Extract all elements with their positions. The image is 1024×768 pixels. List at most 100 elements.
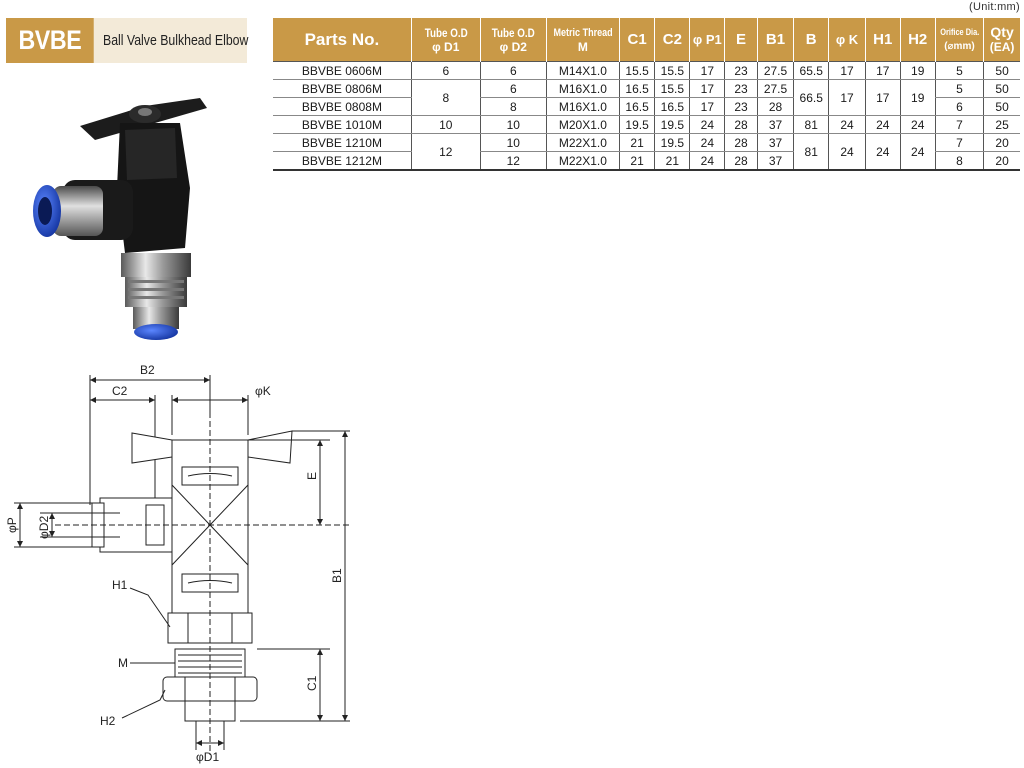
label-m: M xyxy=(118,656,128,670)
cell-part: BBVBE 1210M xyxy=(273,133,412,152)
cell-b1: 27.5 xyxy=(756,61,794,80)
cell-e: 23 xyxy=(724,79,758,98)
cell-qty: 50 xyxy=(983,79,1020,98)
header-orifice-dia: Orifice Dia.(⌀mm) xyxy=(934,18,984,62)
cell-m: M16X1.0 xyxy=(545,97,620,116)
cell-c2: 19.5 xyxy=(654,115,690,134)
cell-qty: 25 xyxy=(983,115,1020,134)
cell-b1: 37 xyxy=(756,115,794,134)
cell-e: 28 xyxy=(724,151,758,171)
cell-c1: 19.5 xyxy=(618,115,655,134)
label-k: φK xyxy=(255,384,271,398)
label-h1: H1 xyxy=(112,578,128,592)
header-c1: C1 xyxy=(618,18,655,62)
table-row: BBVBE 1010M 10 10 M20X1.0 19.5 19.5 24 2… xyxy=(273,115,1020,134)
cell-m: M22X1.0 xyxy=(545,133,620,152)
table-row: BBVBE 1212M 12 M22X1.0 21 21 24 28 37 8 … xyxy=(273,151,1020,171)
header-h2: H2 xyxy=(899,18,936,62)
cell-orifice: 7 xyxy=(934,133,984,152)
cell-e: 23 xyxy=(724,61,758,80)
header-e: E xyxy=(724,18,758,62)
cell-d1: 10 xyxy=(410,115,481,134)
product-photo xyxy=(33,98,207,340)
cell-d1: 8 xyxy=(410,79,481,116)
cell-orifice: 7 xyxy=(934,115,984,134)
cell-m: M14X1.0 xyxy=(545,61,620,80)
cell-p1: 17 xyxy=(689,79,725,98)
header-p1: φ P1 xyxy=(689,18,725,62)
cell-c1: 21 xyxy=(618,151,655,171)
header-b1: B1 xyxy=(756,18,794,62)
cell-h2: 19 xyxy=(899,79,936,116)
cell-qty: 20 xyxy=(983,133,1020,152)
cell-part: BBVBE 0808M xyxy=(273,97,412,116)
cell-d1: 12 xyxy=(410,133,481,171)
table-row: BBVBE 0808M 8 M16X1.0 16.5 16.5 17 23 28… xyxy=(273,97,1020,116)
cell-m: M16X1.0 xyxy=(545,79,620,98)
label-b1: B1 xyxy=(330,568,344,583)
cell-d2: 12 xyxy=(479,151,547,171)
cell-h2: 24 xyxy=(899,133,936,171)
cell-b: 65.5 xyxy=(793,61,829,80)
cell-p1: 24 xyxy=(689,151,725,171)
cell-part: BBVBE 1010M xyxy=(273,115,412,134)
cell-b1: 27.5 xyxy=(756,79,794,98)
product-description: Ball Valve Bulkhead Elbow xyxy=(103,32,249,49)
cell-h1: 24 xyxy=(864,133,901,171)
cell-b1: 28 xyxy=(756,97,794,116)
cell-d1: 6 xyxy=(410,61,481,80)
cell-m: M20X1.0 xyxy=(545,115,620,134)
dimension-drawing: B2 C2 φK E φP φD2 H1 B1 M C1 H2 φD1 xyxy=(5,363,350,764)
cell-b: 81 xyxy=(793,115,829,134)
cell-c1: 15.5 xyxy=(618,61,655,80)
cell-part: BBVBE 0806M xyxy=(273,79,412,98)
cell-part: BBVBE 0606M xyxy=(273,61,412,80)
cell-c2: 19.5 xyxy=(654,133,690,152)
cell-orifice: 5 xyxy=(934,61,984,80)
cell-orifice: 6 xyxy=(934,97,984,116)
cell-m: M22X1.0 xyxy=(545,151,620,171)
table-row: BBVBE 0606M 6 6 M14X1.0 15.5 15.5 17 23 … xyxy=(273,61,1020,80)
cell-orifice: 5 xyxy=(934,79,984,98)
table-row: BBVBE 0806M 8 6 M16X1.0 16.5 15.5 17 23 … xyxy=(273,79,1020,116)
cell-h1: 17 xyxy=(864,79,901,116)
header-h1: H1 xyxy=(864,18,901,62)
cell-k: 17 xyxy=(828,61,866,80)
label-d1: φD1 xyxy=(196,750,219,764)
header-b: B xyxy=(793,18,829,62)
cell-b: 66.5 xyxy=(793,79,829,116)
cell-c1: 21 xyxy=(618,133,655,152)
cell-h2: 24 xyxy=(899,115,936,134)
header-c2: C2 xyxy=(654,18,690,62)
cell-d2: 6 xyxy=(479,79,547,98)
cell-orifice: 8 xyxy=(934,151,984,171)
cell-c2: 15.5 xyxy=(654,79,690,98)
cell-h1: 17 xyxy=(864,61,901,80)
cell-e: 23 xyxy=(724,97,758,116)
cell-d2: 10 xyxy=(479,133,547,152)
label-c2: C2 xyxy=(112,384,128,398)
cell-c1: 16.5 xyxy=(618,79,655,98)
label-e: E xyxy=(305,472,319,480)
cell-qty: 50 xyxy=(983,97,1020,116)
cell-c2: 21 xyxy=(654,151,690,171)
cell-d2: 6 xyxy=(479,61,547,80)
cell-qty: 50 xyxy=(983,61,1020,80)
label-h2: H2 xyxy=(100,714,116,728)
cell-qty: 20 xyxy=(983,151,1020,171)
header-parts-no: Parts No. xyxy=(273,18,412,62)
label-b2: B2 xyxy=(140,363,155,377)
cell-b1: 37 xyxy=(756,133,794,152)
cell-part: BBVBE 1212M xyxy=(273,151,412,171)
cell-k: 17 xyxy=(828,79,866,116)
cell-d2: 8 xyxy=(479,97,547,116)
cell-b: 81 xyxy=(793,133,829,171)
cell-p1: 24 xyxy=(689,115,725,134)
unit-label: (Unit:mm) xyxy=(969,1,1020,13)
label-c1: C1 xyxy=(305,675,319,691)
